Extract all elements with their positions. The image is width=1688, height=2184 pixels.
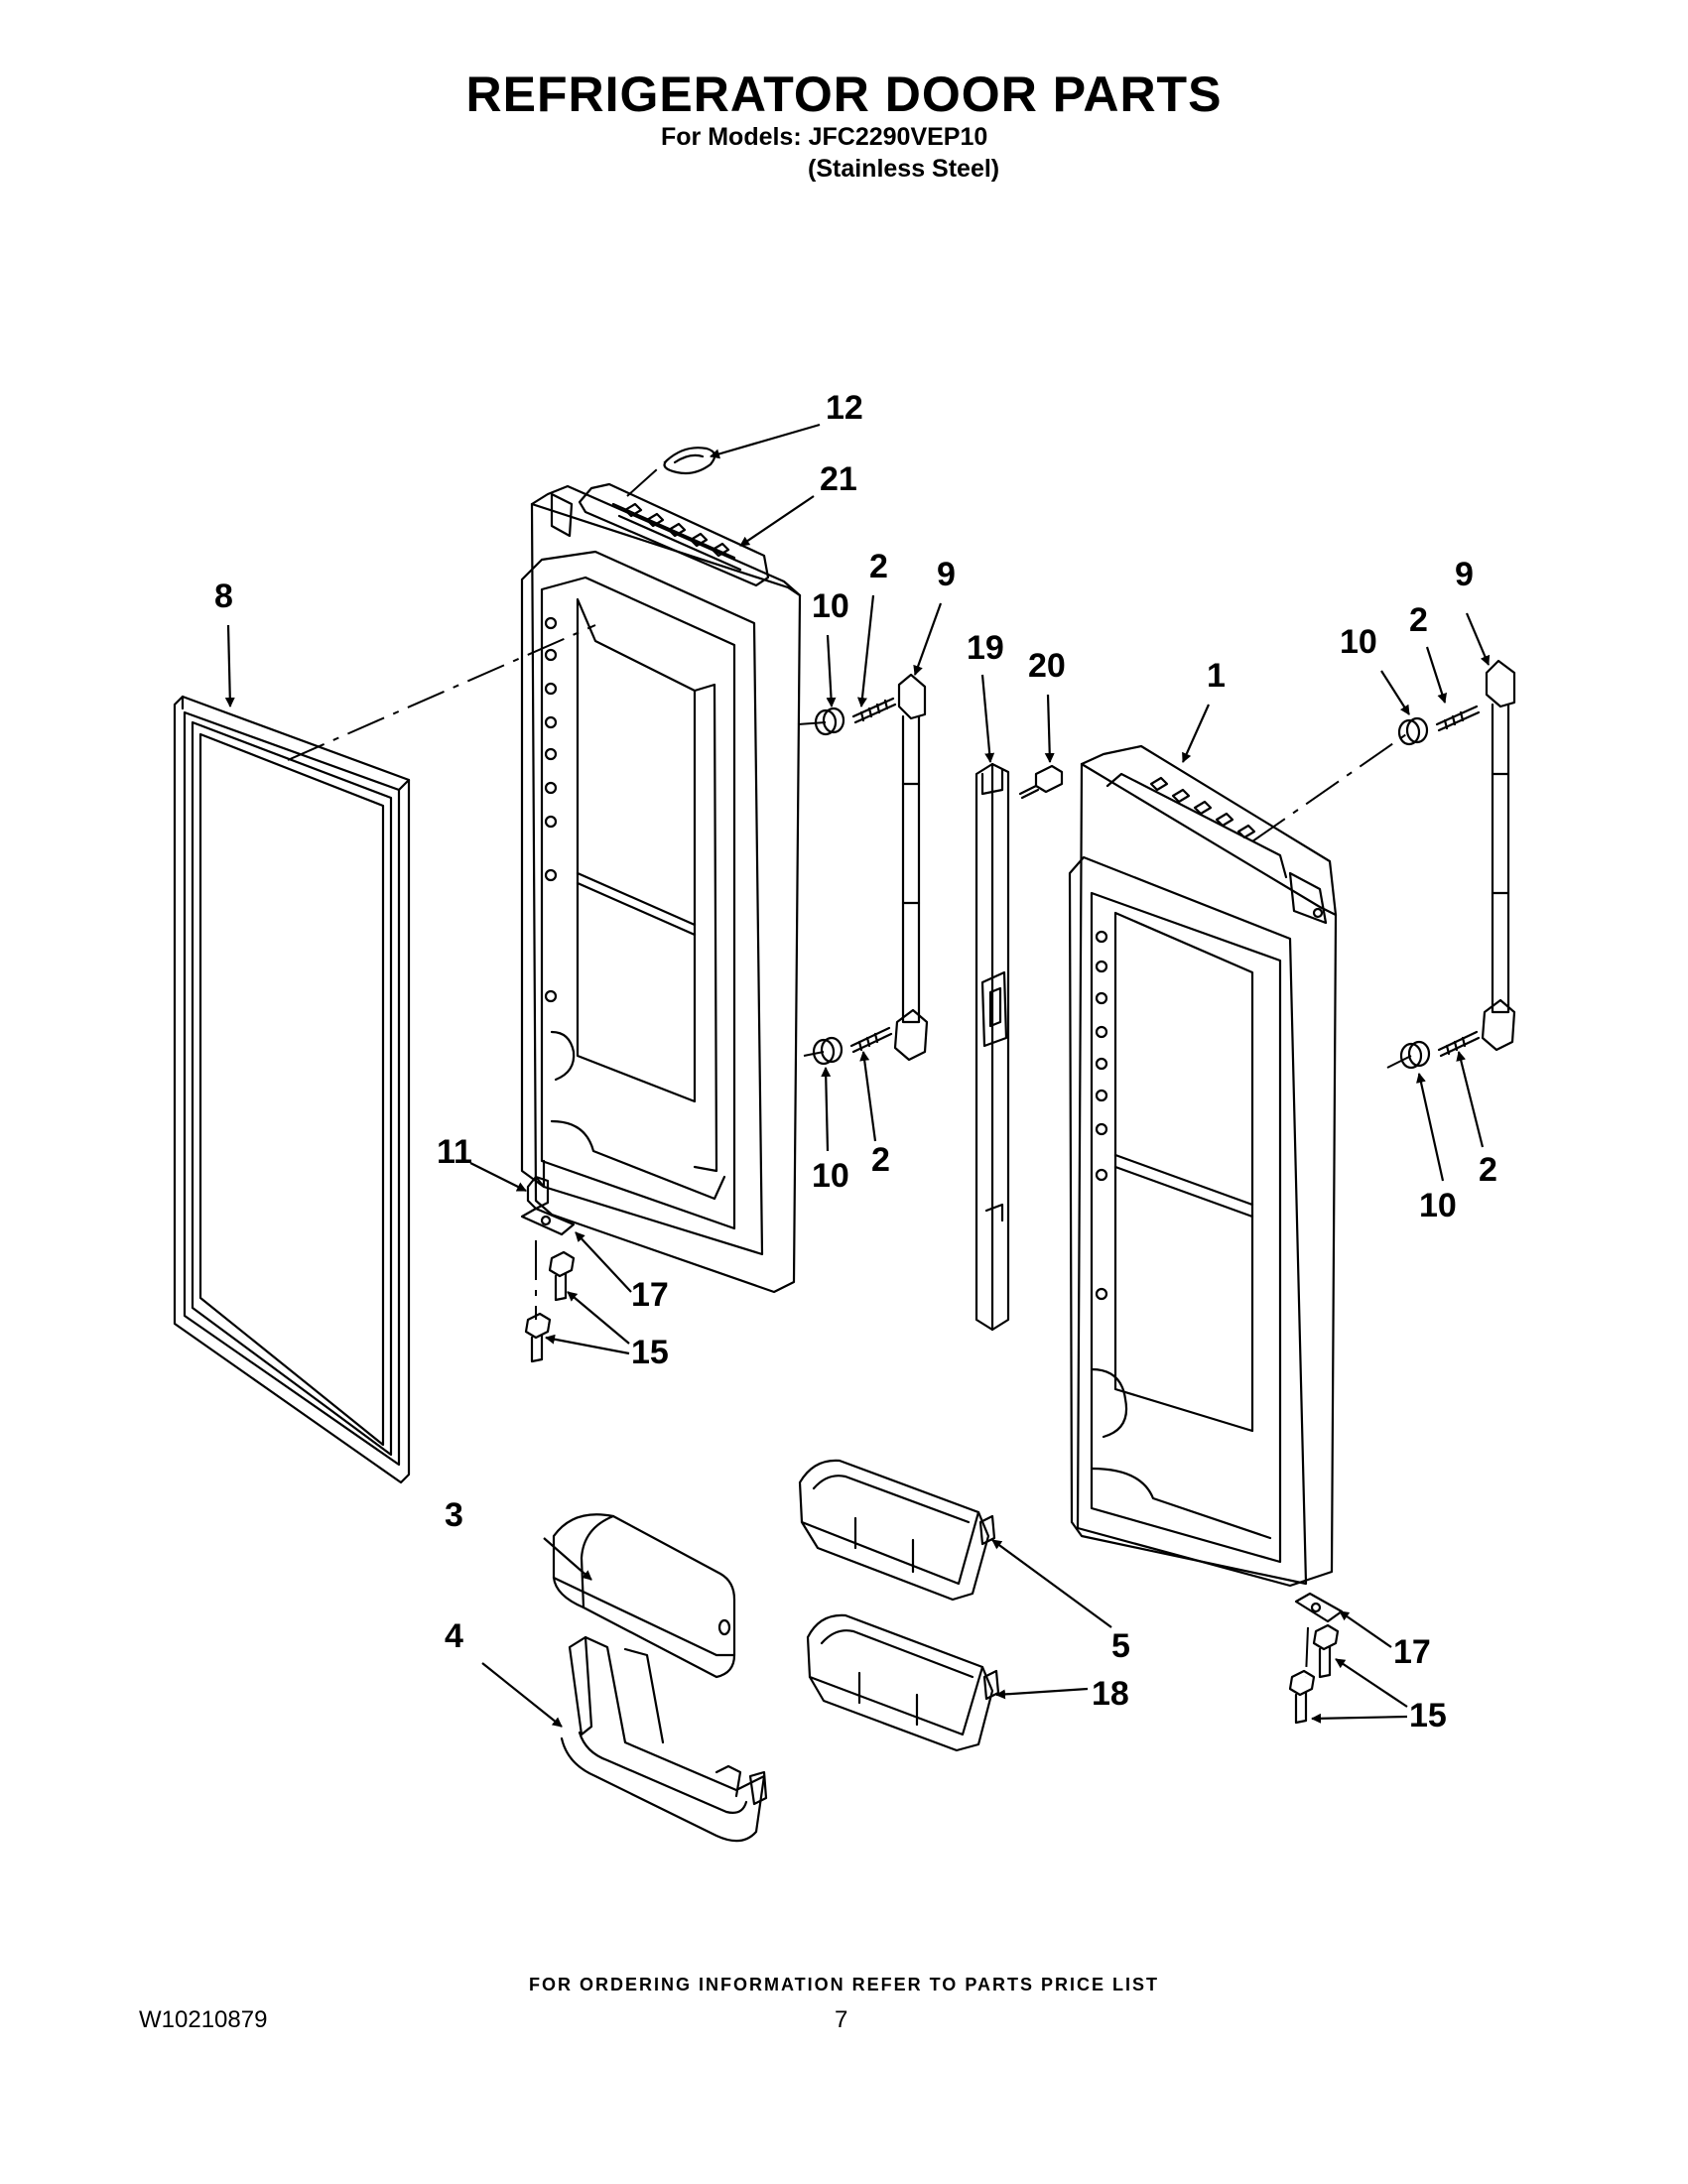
- finish-line: (Stainless Steel): [808, 155, 1000, 183]
- callout-10-bottom-right: 10: [1419, 1187, 1457, 1224]
- part-3-dairy-cover: [552, 1513, 736, 1679]
- part-15-screws-right: [1288, 1623, 1340, 1725]
- leader-arrows: [224, 423, 1491, 1728]
- part-2-screw-top-left: [851, 697, 897, 724]
- callout-2-top-right: 2: [1409, 601, 1428, 639]
- models-line: For Models: JFC2290VEP10: [661, 123, 988, 151]
- part-10-spacer-bottom-left: [812, 1036, 844, 1066]
- part-4-dairy-bin: [560, 1635, 768, 1843]
- callout-12: 12: [826, 389, 863, 427]
- part-20-screw: [1018, 764, 1064, 800]
- part-9-right-handle: [1481, 659, 1516, 1052]
- callout-1: 1: [1207, 657, 1226, 695]
- callout-19: 19: [967, 629, 1004, 667]
- callout-17-left: 17: [631, 1276, 669, 1314]
- part-1-right-door: [1068, 744, 1338, 1588]
- part-2-screw-top-right: [1435, 705, 1481, 732]
- callout-10-top-right: 10: [1340, 623, 1377, 661]
- part-18-door-bin: [806, 1613, 1000, 1752]
- callout-9-right: 9: [1455, 556, 1474, 593]
- part-12-plug: [663, 447, 716, 475]
- part-2-screw-bottom-left: [849, 1026, 893, 1054]
- callout-2-top-left: 2: [869, 548, 888, 585]
- callout-20: 20: [1028, 647, 1066, 685]
- part-17-hinge-right: [1294, 1592, 1344, 1623]
- callout-2-bottom-right: 2: [1479, 1151, 1497, 1189]
- callout-3: 3: [445, 1496, 463, 1534]
- part-21-left-door: [520, 482, 802, 1294]
- part-10-spacer-bottom-right: [1399, 1040, 1431, 1070]
- callout-15-left: 15: [631, 1334, 669, 1371]
- page-number: 7: [835, 2006, 848, 2033]
- part-9-left-handle: [893, 673, 929, 1062]
- part-17-hinge-left: [520, 1207, 576, 1236]
- callout-17-right: 17: [1393, 1633, 1431, 1671]
- callout-10-bottom-left: 10: [812, 1157, 849, 1195]
- callout-11: 11: [437, 1133, 472, 1171]
- callout-21: 21: [820, 460, 857, 498]
- callout-10-top-left: 10: [812, 587, 849, 625]
- part-19-mullion: [974, 762, 1010, 1332]
- callout-9-left: 9: [937, 556, 956, 593]
- part-2-screw-bottom-right: [1437, 1030, 1481, 1058]
- document-number: W10210879: [139, 2006, 268, 2033]
- callout-18: 18: [1092, 1675, 1129, 1713]
- part-10-spacer-top-left: [814, 707, 845, 736]
- callout-15-right: 15: [1409, 1697, 1447, 1734]
- callout-5: 5: [1111, 1627, 1130, 1665]
- part-10-spacer-top-right: [1397, 716, 1429, 746]
- part-15-screws-left: [524, 1250, 576, 1363]
- callout-8: 8: [214, 578, 233, 615]
- page-title: REFRIGERATOR DOOR PARTS: [465, 66, 1223, 122]
- part-8-door-gasket: [173, 695, 411, 1484]
- callout-2-bottom-left: 2: [871, 1141, 890, 1179]
- callout-4: 4: [445, 1617, 463, 1655]
- part-5-door-bin: [798, 1459, 996, 1602]
- ordering-note: FOR ORDERING INFORMATION REFER TO PARTS …: [528, 1975, 1159, 1994]
- alignment-lines: [287, 459, 1412, 1678]
- part-11-hinge-pin: [526, 1175, 550, 1211]
- callout-labels: 12 21 8 10 2 9 19 20 1 10 2 9 11 17 15 1…: [214, 389, 1497, 1734]
